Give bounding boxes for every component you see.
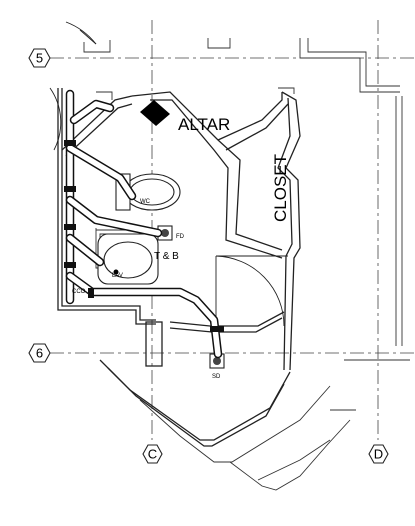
cco-label: CCO (72, 289, 86, 295)
grid-marker-5-label: 5 (36, 51, 43, 66)
grid-marker-5: 5 (28, 48, 51, 68)
bath-label: T & B (154, 251, 179, 262)
grid-marker-c: C (142, 444, 163, 464)
grid-marker-d-label: D (374, 447, 383, 462)
closet-label: CLOSET (271, 154, 290, 222)
drainage-pipes (64, 89, 224, 359)
wc-label: WC (140, 199, 151, 205)
grid-marker-c-label: C (148, 447, 157, 462)
shower-drain (209, 353, 225, 369)
sd-label: SD (212, 374, 221, 380)
floor-drain (157, 225, 173, 241)
lav-label: LAV (112, 273, 123, 279)
walls (57, 38, 410, 491)
altar-label: ALTAR (178, 115, 230, 134)
altar-block (140, 100, 170, 126)
grid-marker-d: D (368, 444, 389, 464)
door-swings (49, 21, 288, 327)
grid-marker-6-label: 6 (36, 346, 43, 361)
grid-marker-6: 6 (28, 343, 51, 363)
lavatory (97, 233, 159, 285)
water-closet (115, 173, 181, 211)
fd-label: FD (176, 234, 185, 240)
